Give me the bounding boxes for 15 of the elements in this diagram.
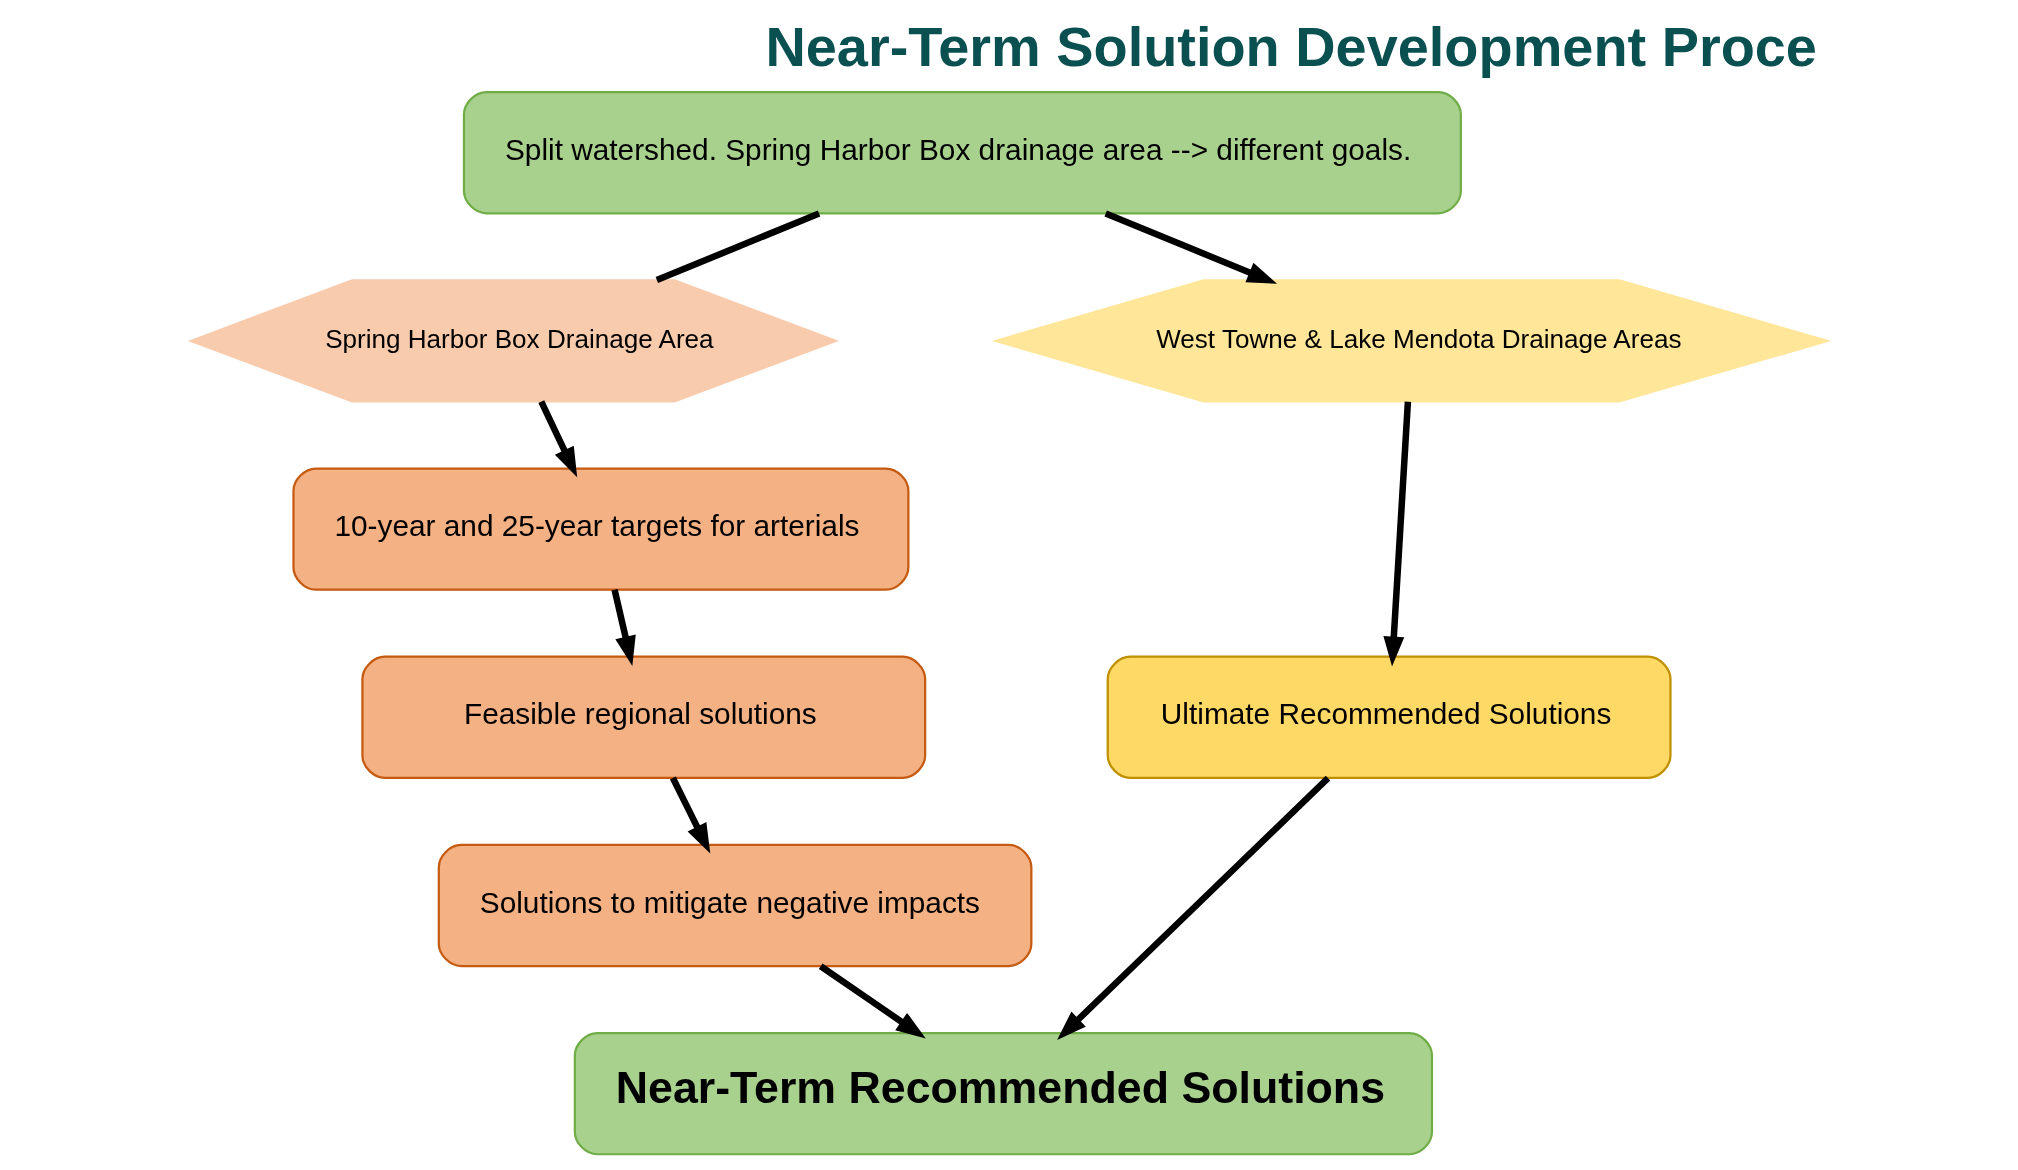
arrow — [1382, 401, 1411, 667]
node-box: Feasible regional solutions — [360, 655, 926, 779]
node-box: Solutions to mitigate negative impacts — [437, 843, 1032, 968]
node-box: 10-year and 25-year targets for arterials — [291, 467, 909, 591]
arrow — [610, 589, 636, 667]
diagram-title: Near-Term Solution Development Proce — [764, 15, 1817, 79]
node-box: Near-Term Recommended Solutions — [573, 1032, 1433, 1156]
node-box: Split watershed. Spring Harbor Box drainage area --> different goals. — [462, 91, 1462, 215]
node-box: Ultimate Recommended Solutions — [1106, 655, 1672, 779]
arrow — [537, 400, 577, 478]
arrow — [1056, 775, 1330, 1040]
connector — [655, 210, 820, 284]
arrow — [669, 776, 710, 854]
arrow — [818, 963, 926, 1039]
arrow — [1103, 210, 1277, 284]
